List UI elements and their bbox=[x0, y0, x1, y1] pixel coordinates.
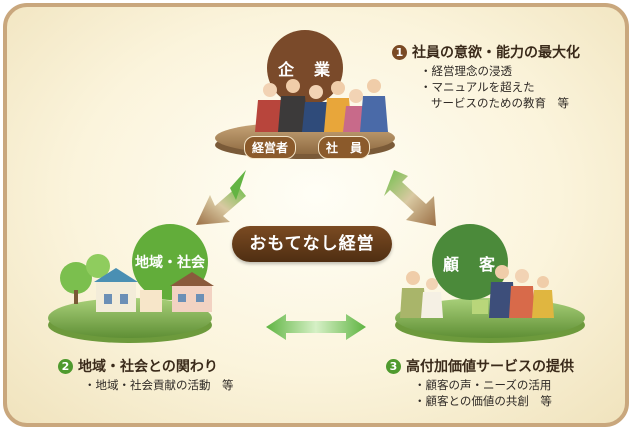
company-label: 企 業 bbox=[277, 60, 332, 79]
section-1-heading: 1 社員の意欲・能力の最大化 bbox=[392, 42, 580, 62]
section-2-heading: 2 地域・社会との関わり bbox=[58, 356, 218, 376]
section-3-bullet-2: ・顧客との価値の共創 等 bbox=[414, 394, 552, 408]
tag-management: 経営者 bbox=[244, 136, 296, 159]
company-people-illustration bbox=[255, 79, 388, 132]
section-3-title: 高付加価値サービスの提供 bbox=[406, 359, 574, 375]
section-1-bullet-1: ・経営理念の浸透 bbox=[420, 64, 512, 78]
arrow-community-customer bbox=[266, 314, 366, 340]
section-1-number: 1 bbox=[392, 45, 407, 60]
arrow-company-customer bbox=[384, 170, 436, 226]
section-1-bullet-2: ・マニュアルを超えた bbox=[420, 80, 535, 94]
section-2-bullet-1: ・地域・社会貢献の活動 等 bbox=[84, 378, 234, 392]
customer-circle bbox=[432, 224, 508, 300]
company-circle bbox=[267, 30, 343, 106]
section-3-bullet-1: ・顧客の声・ニーズの活用 bbox=[414, 378, 552, 392]
customer-label: 顧 客 bbox=[442, 255, 497, 274]
section-3-number: 3 bbox=[386, 359, 401, 374]
section-1-title: 社員の意欲・能力の最大化 bbox=[412, 45, 580, 61]
tag-employee: 社 員 bbox=[318, 136, 370, 159]
community-label: 地域・社会 bbox=[135, 255, 205, 271]
community-platform bbox=[48, 298, 212, 343]
center-title: おもてなし経営 bbox=[232, 226, 392, 262]
customer-people-illustration bbox=[400, 265, 554, 318]
arrow-company-community bbox=[196, 170, 246, 225]
section-2-title: 地域・社会との関わり bbox=[78, 359, 218, 375]
section-3-heading: 3 高付加価値サービスの提供 bbox=[386, 356, 574, 376]
section-1-bullet-3: サービスのための教育 等 bbox=[431, 96, 569, 110]
section-2-number: 2 bbox=[58, 359, 73, 374]
community-town-illustration bbox=[60, 254, 214, 312]
